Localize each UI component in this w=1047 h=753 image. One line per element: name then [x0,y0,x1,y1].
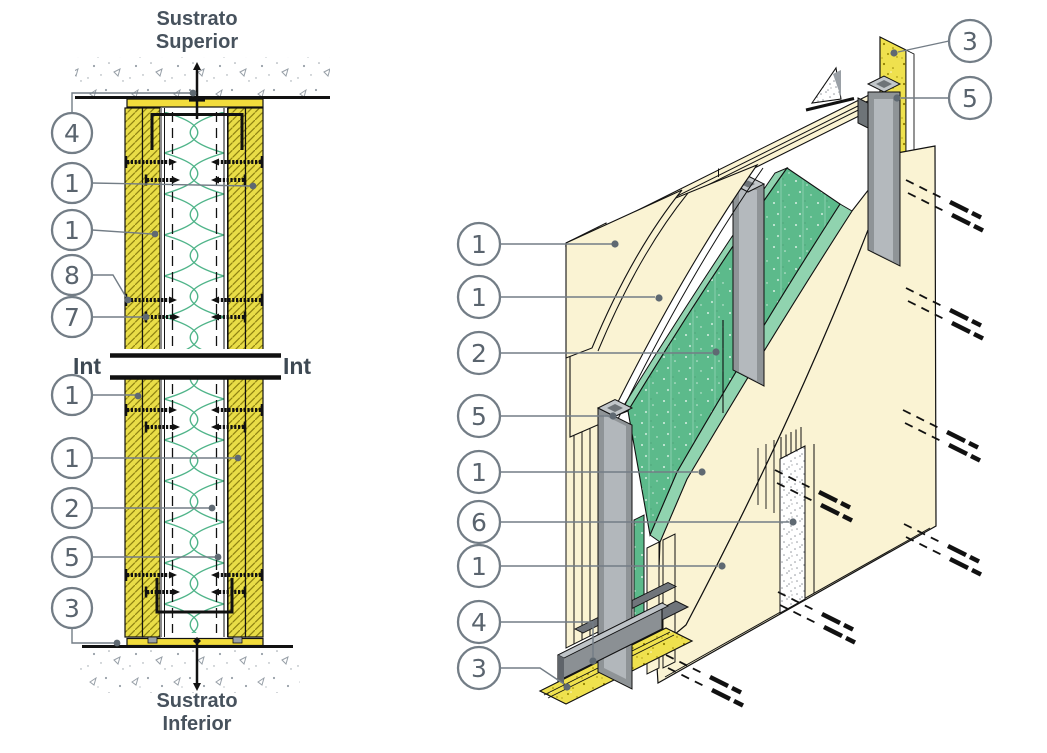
svg-text:5: 5 [962,84,978,113]
callout-5: 5 [456,393,617,439]
callout-2: 2 [50,486,216,530]
top-anchor-fastener [189,62,205,119]
svg-text:1: 1 [64,169,80,198]
svg-text:5: 5 [64,543,80,572]
section-break: Int Int [73,349,311,380]
callout-1: 1 [50,208,159,252]
joint-treatment [757,427,815,614]
svg-text:1: 1 [64,216,80,245]
callout-6: 6 [456,499,797,545]
callout-7: 7 [50,295,150,339]
callout-1: 1 [456,543,726,589]
bottom-substrate-concrete [80,649,300,693]
callout-1: 1 [456,274,663,320]
svg-text:1: 1 [64,444,80,473]
svg-text:3: 3 [64,594,80,623]
substrate-superior-label-line1: Sustrato [156,8,237,30]
steel-stud-top-right [857,75,902,267]
steel-stud-middle [731,175,766,387]
cut-edge-line [615,167,764,424]
break-gap [116,349,274,377]
svg-text:2: 2 [471,339,487,368]
svg-text:1: 1 [64,381,80,410]
section-callouts: 4 1 1 8 7 1 1 2 5 3 [50,89,257,647]
track-clip-right [232,636,243,644]
svg-text:5: 5 [471,402,487,431]
callout-4: 4 [456,599,597,665]
callout-1: 1 [456,221,619,267]
svg-text:8: 8 [64,261,80,290]
callout-3: 3 [50,586,121,647]
substrate-inferior-label-line2: Inferior [163,713,232,735]
callout-5: 5 [893,75,993,121]
floor-assembly [538,398,694,705]
floor-track-end-cap [558,655,564,684]
isometric-callouts: 1 1 2 5 1 6 1 4 3 3 5 [456,18,993,691]
svg-text:6: 6 [471,508,487,537]
bottom-anchor-fastener [193,637,201,691]
far-gypsum-board-outer [655,145,937,684]
svg-text:3: 3 [471,654,487,683]
callout-1: 1 [456,449,706,495]
svg-text:4: 4 [471,608,487,637]
callout-1: 1 [50,161,257,205]
svg-text:1: 1 [471,458,487,487]
front-gypsum-board-outer [565,189,683,359]
acoustic-gasket-top [126,98,264,108]
isometric-view: 1 1 2 5 1 6 1 4 3 3 5 [456,18,993,706]
svg-text:2: 2 [64,494,80,523]
joint-compound-strip [779,445,806,614]
callout-8: 8 [50,253,132,304]
svg-text:4: 4 [64,119,80,148]
bottom-track-channel [155,578,234,614]
substrate-inferior-label-line1: Sustrato [156,690,237,712]
track-clip-left [147,636,158,644]
svg-text:1: 1 [471,283,487,312]
cut-edge-line [597,192,689,352]
slab-corner-fragment [805,66,855,112]
section-view: Sustrato Superior [50,8,330,735]
callout-3: 3 [890,18,993,64]
callout-5: 5 [50,535,222,579]
substrate-superior-label-line2: Superior [156,31,238,53]
top-substrate-concrete [75,57,330,97]
callout-1: 1 [50,373,142,417]
svg-text:7: 7 [64,303,80,332]
callout-1: 1 [50,436,242,480]
svg-text:1: 1 [471,552,487,581]
steel-stud-left [596,398,634,690]
svg-text:1: 1 [471,230,487,259]
interior-label-right: Int [283,353,311,379]
callout-2: 2 [456,330,720,376]
callout-4: 4 [50,89,197,155]
callout-3: 3 [456,645,571,691]
svg-text:3: 3 [962,27,978,56]
